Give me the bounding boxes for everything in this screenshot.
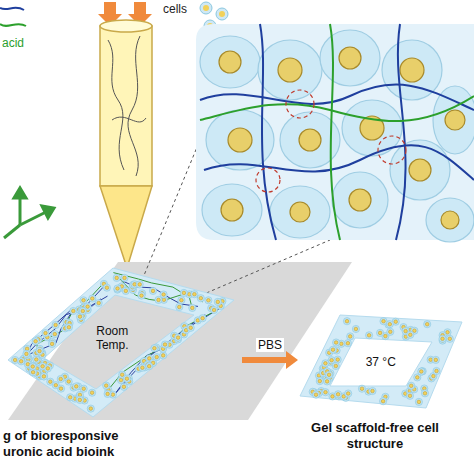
caption-label: g of bioresponsive uronic acid bioink <box>3 428 153 459</box>
process-arrow <box>242 351 298 369</box>
caption-label: acid <box>2 36 42 50</box>
condition-label: Room Temp. <box>89 325 135 353</box>
caption-label: cells <box>163 2 199 16</box>
polymer-strand <box>0 24 26 26</box>
caption-label: Gel scaffold-free cell structure <box>300 420 450 451</box>
axes-symbol <box>4 188 54 238</box>
zoom-view <box>196 24 474 242</box>
cell-structure: 37 °C <box>300 310 465 410</box>
printer-cartridge <box>100 20 152 268</box>
cell-structure: Room Temp. <box>8 265 238 420</box>
edge-label: PBS <box>256 338 284 352</box>
polymer-strand <box>0 8 24 10</box>
condition-label: 37 °C <box>366 356 396 370</box>
